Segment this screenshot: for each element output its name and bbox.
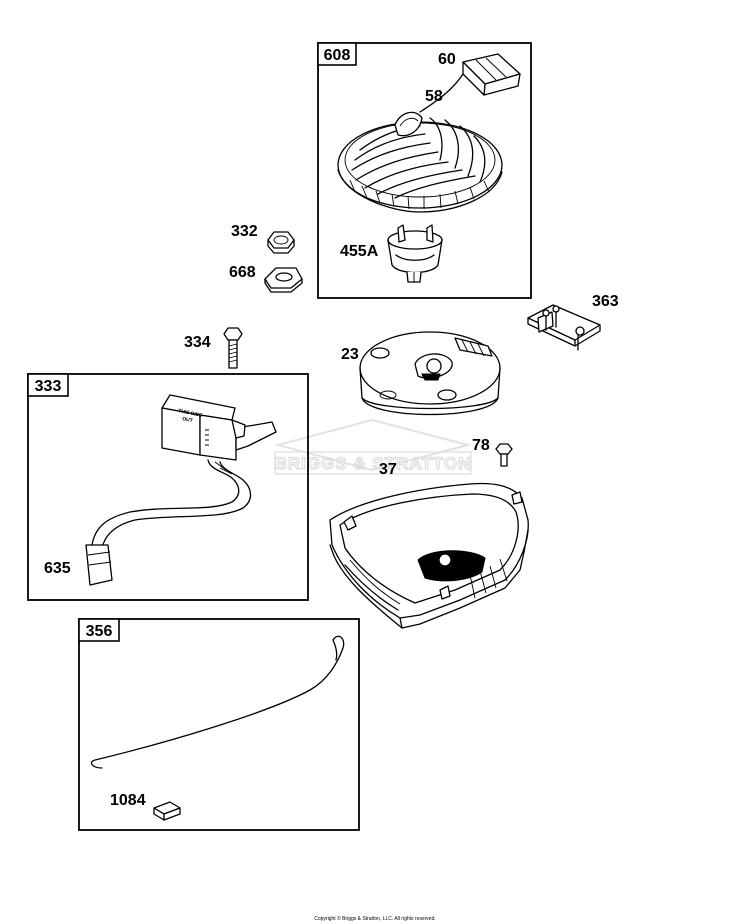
part-37-blower-housing[interactable] <box>329 482 529 629</box>
label-37: 37 <box>379 461 397 478</box>
part-1084-connector[interactable] <box>153 801 181 821</box>
part-334-bolt[interactable] <box>223 327 243 369</box>
label-332: 332 <box>231 223 258 240</box>
part-58-starter-rope[interactable] <box>419 73 464 113</box>
label-635: 635 <box>44 560 71 577</box>
part-668-washer[interactable] <box>264 267 303 293</box>
part-363-bracket[interactable] <box>527 304 601 351</box>
label-363: 363 <box>592 293 619 310</box>
group-333-box: 333 <box>27 373 309 601</box>
part-356-ground-wire[interactable] <box>90 635 345 769</box>
label-58: 58 <box>425 88 443 105</box>
part-60-starter-handle[interactable] <box>462 53 521 96</box>
label-1084: 1084 <box>110 792 146 809</box>
svg-text:THIS SIDE: THIS SIDE <box>178 408 204 419</box>
label-60: 60 <box>438 51 456 68</box>
group-333-tag: 333 <box>35 378 62 395</box>
part-23-flywheel[interactable] <box>359 331 501 416</box>
rewind-starter-cover[interactable] <box>337 111 503 213</box>
watermark-text: BRIGGS & STRATTON <box>275 454 472 473</box>
briggs-stratton-watermark-logo: BRIGGS & STRATTON <box>274 418 472 475</box>
svg-text:OUT: OUT <box>182 416 194 424</box>
label-455a: 455A <box>340 243 379 260</box>
label-334: 334 <box>184 334 211 351</box>
label-23: 23 <box>341 346 359 363</box>
part-455a-starter-cup[interactable] <box>387 224 443 283</box>
copyright-notice: Copyright © Briggs & Stratton, LLC. All … <box>314 915 436 922</box>
part-332-nut[interactable] <box>267 231 295 254</box>
group-356-tag: 356 <box>86 623 113 640</box>
part-635-ignition-armature[interactable]: THIS SIDE OUT <box>85 394 277 586</box>
part-78-screw[interactable] <box>495 443 513 467</box>
group-608-box: 608 <box>317 42 532 299</box>
group-608-tag: 608 <box>324 47 351 64</box>
label-78: 78 <box>472 437 490 454</box>
label-668: 668 <box>229 264 256 281</box>
group-356-box: 356 <box>78 618 360 831</box>
